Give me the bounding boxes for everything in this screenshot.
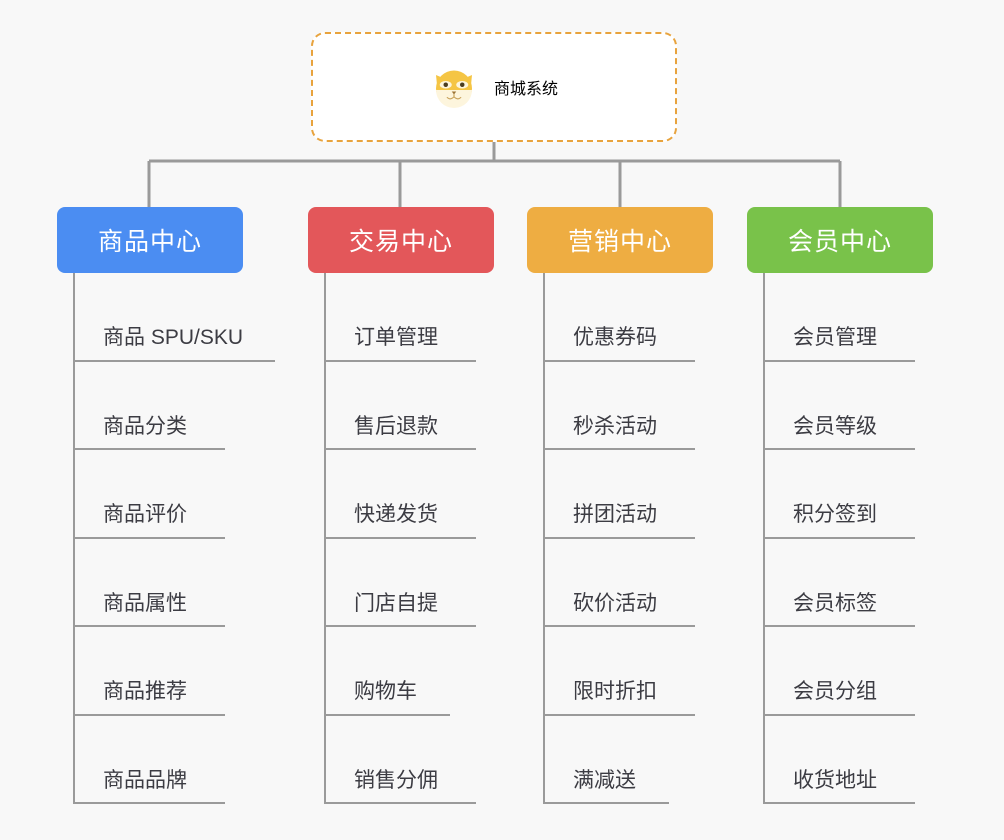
branch-trade-center: 交易中心 订单管理 售后退款 快递发货 门店自提 购物车 销售分佣 bbox=[308, 207, 494, 804]
category-label: 商品中心 bbox=[97, 228, 202, 256]
child-item[interactable]: 收货地址 bbox=[763, 716, 933, 805]
child-item[interactable]: 秒杀活动 bbox=[543, 362, 713, 451]
branch-member-center: 会员中心 会员管理 会员等级 积分签到 会员标签 会员分组 收货地址 bbox=[747, 207, 933, 804]
root-title: 商城系统 bbox=[493, 81, 558, 98]
child-item[interactable]: 优惠券码 bbox=[543, 273, 713, 362]
child-item[interactable]: 积分签到 bbox=[763, 450, 933, 539]
category-label: 交易中心 bbox=[348, 228, 453, 256]
child-item[interactable]: 商品评价 bbox=[73, 450, 243, 539]
category-label: 会员中心 bbox=[787, 228, 892, 256]
child-label: 门店自提 bbox=[354, 591, 438, 615]
child-list-trade-center: 订单管理 售后退款 快递发货 门店自提 购物车 销售分佣 bbox=[324, 273, 494, 804]
child-label: 会员管理 bbox=[793, 326, 877, 350]
child-item[interactable]: 商品属性 bbox=[73, 539, 243, 628]
child-item[interactable]: 商品推荐 bbox=[73, 627, 243, 716]
child-label: 限时折扣 bbox=[573, 680, 657, 704]
child-list-marketing-center: 优惠券码 秒杀活动 拼团活动 砍价活动 限时折扣 满减送 bbox=[543, 273, 713, 804]
child-label: 砍价活动 bbox=[573, 591, 657, 615]
child-label: 收货地址 bbox=[793, 768, 877, 792]
child-label: 售后退款 bbox=[354, 414, 438, 438]
child-label: 快递发货 bbox=[354, 503, 438, 527]
branch-product-center: 商品中心 商品 SPU/SKU 商品分类 商品评价 商品属性 商品推荐 商品品牌 bbox=[57, 207, 275, 805]
child-label: 商品评价 bbox=[103, 503, 187, 527]
category-box-trade-center[interactable]: 交易中心 bbox=[308, 207, 494, 273]
child-label: 秒杀活动 bbox=[573, 414, 657, 438]
child-item[interactable]: 会员管理 bbox=[763, 273, 933, 362]
child-item[interactable]: 砍价活动 bbox=[543, 539, 713, 628]
child-label: 拼团活动 bbox=[573, 503, 657, 527]
child-item[interactable]: 快递发货 bbox=[324, 450, 494, 539]
child-label: 会员分组 bbox=[793, 680, 877, 704]
child-item[interactable]: 会员分组 bbox=[763, 627, 933, 716]
branch-marketing-center: 营销中心 优惠券码 秒杀活动 拼团活动 砍价活动 限时折扣 满减送 bbox=[527, 207, 713, 804]
child-label: 满减送 bbox=[573, 768, 636, 792]
child-label: 订单管理 bbox=[354, 326, 438, 350]
child-label: 商品推荐 bbox=[103, 680, 187, 704]
child-label: 会员标签 bbox=[793, 591, 877, 615]
child-label: 销售分佣 bbox=[354, 768, 438, 792]
root-node[interactable]: 商城系统 bbox=[311, 32, 677, 142]
child-item[interactable]: 满减送 bbox=[543, 716, 713, 805]
child-item[interactable]: 拼团活动 bbox=[543, 450, 713, 539]
shiba-dog-face-icon bbox=[435, 70, 472, 108]
child-item[interactable]: 商品品牌 bbox=[73, 716, 243, 805]
child-label: 积分签到 bbox=[793, 503, 877, 527]
child-item[interactable]: 门店自提 bbox=[324, 539, 494, 628]
child-item[interactable]: 会员等级 bbox=[763, 362, 933, 451]
child-item[interactable]: 购物车 bbox=[324, 627, 494, 716]
child-item[interactable]: 订单管理 bbox=[324, 273, 494, 362]
child-label: 优惠券码 bbox=[573, 326, 657, 350]
child-item[interactable]: 商品分类 bbox=[73, 362, 243, 451]
child-label: 商品品牌 bbox=[103, 768, 187, 792]
child-label: 会员等级 bbox=[793, 414, 877, 438]
child-item[interactable]: 商品 SPU/SKU bbox=[73, 273, 275, 362]
child-item[interactable]: 限时折扣 bbox=[543, 627, 713, 716]
child-list-member-center: 会员管理 会员等级 积分签到 会员标签 会员分组 收货地址 bbox=[763, 273, 933, 804]
category-box-marketing-center[interactable]: 营销中心 bbox=[527, 207, 713, 273]
category-box-product-center[interactable]: 商品中心 bbox=[57, 207, 243, 273]
child-label: 购物车 bbox=[354, 680, 417, 704]
child-item[interactable]: 售后退款 bbox=[324, 362, 494, 451]
child-label: 商品 SPU/SKU bbox=[103, 326, 244, 350]
child-list-product-center: 商品 SPU/SKU 商品分类 商品评价 商品属性 商品推荐 商品品牌 bbox=[73, 273, 275, 805]
child-label: 商品分类 bbox=[103, 414, 187, 438]
child-item[interactable]: 销售分佣 bbox=[324, 716, 494, 805]
category-label: 营销中心 bbox=[567, 228, 672, 256]
category-box-member-center[interactable]: 会员中心 bbox=[747, 207, 933, 273]
child-label: 商品属性 bbox=[103, 591, 187, 615]
child-item[interactable]: 会员标签 bbox=[763, 539, 933, 628]
